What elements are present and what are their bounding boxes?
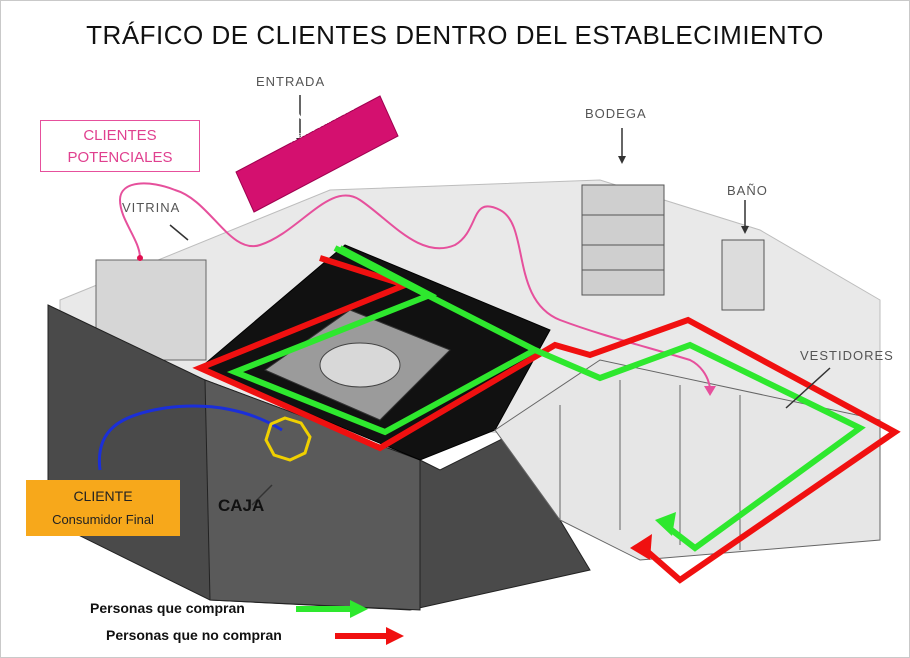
store-sign <box>235 95 399 213</box>
buyers-path <box>226 245 542 436</box>
caja-marker <box>264 416 312 462</box>
final-consumer-label: Consumidor Final <box>52 512 154 527</box>
potential-clients-path <box>118 182 711 389</box>
client-label: CLIENTE <box>73 488 133 504</box>
non-buyers-path <box>192 255 901 584</box>
label-caja: CAJA <box>218 496 265 515</box>
label-vestidores: VESTIDORES <box>800 348 894 363</box>
center-display <box>319 342 401 388</box>
buyers-path-out <box>533 341 866 552</box>
legend-buyers: Personas que compran <box>90 600 245 616</box>
potential-clients-line2: POTENCIALES <box>67 149 173 166</box>
label-vitrina: VITRINA <box>122 200 181 215</box>
potential-clients-box: CLIENTES POTENCIALES <box>40 120 200 172</box>
bodega-shelf <box>581 184 665 296</box>
label-bodega: BODEGA <box>585 106 647 121</box>
bano-fixture <box>721 239 765 311</box>
vitrina-display <box>95 259 207 361</box>
potential-clients-line1: CLIENTES <box>83 127 157 144</box>
label-entrada: ENTRADA <box>256 74 326 89</box>
client-box: CLIENTE Consumidor Final <box>26 480 180 536</box>
diagram-title: TRÁFICO DE CLIENTES DENTRO DEL ESTABLECI… <box>86 20 824 50</box>
client-path <box>97 404 283 471</box>
legend-non-buyers: Personas que no compran <box>106 627 282 643</box>
label-bano: BAÑO <box>727 183 768 198</box>
